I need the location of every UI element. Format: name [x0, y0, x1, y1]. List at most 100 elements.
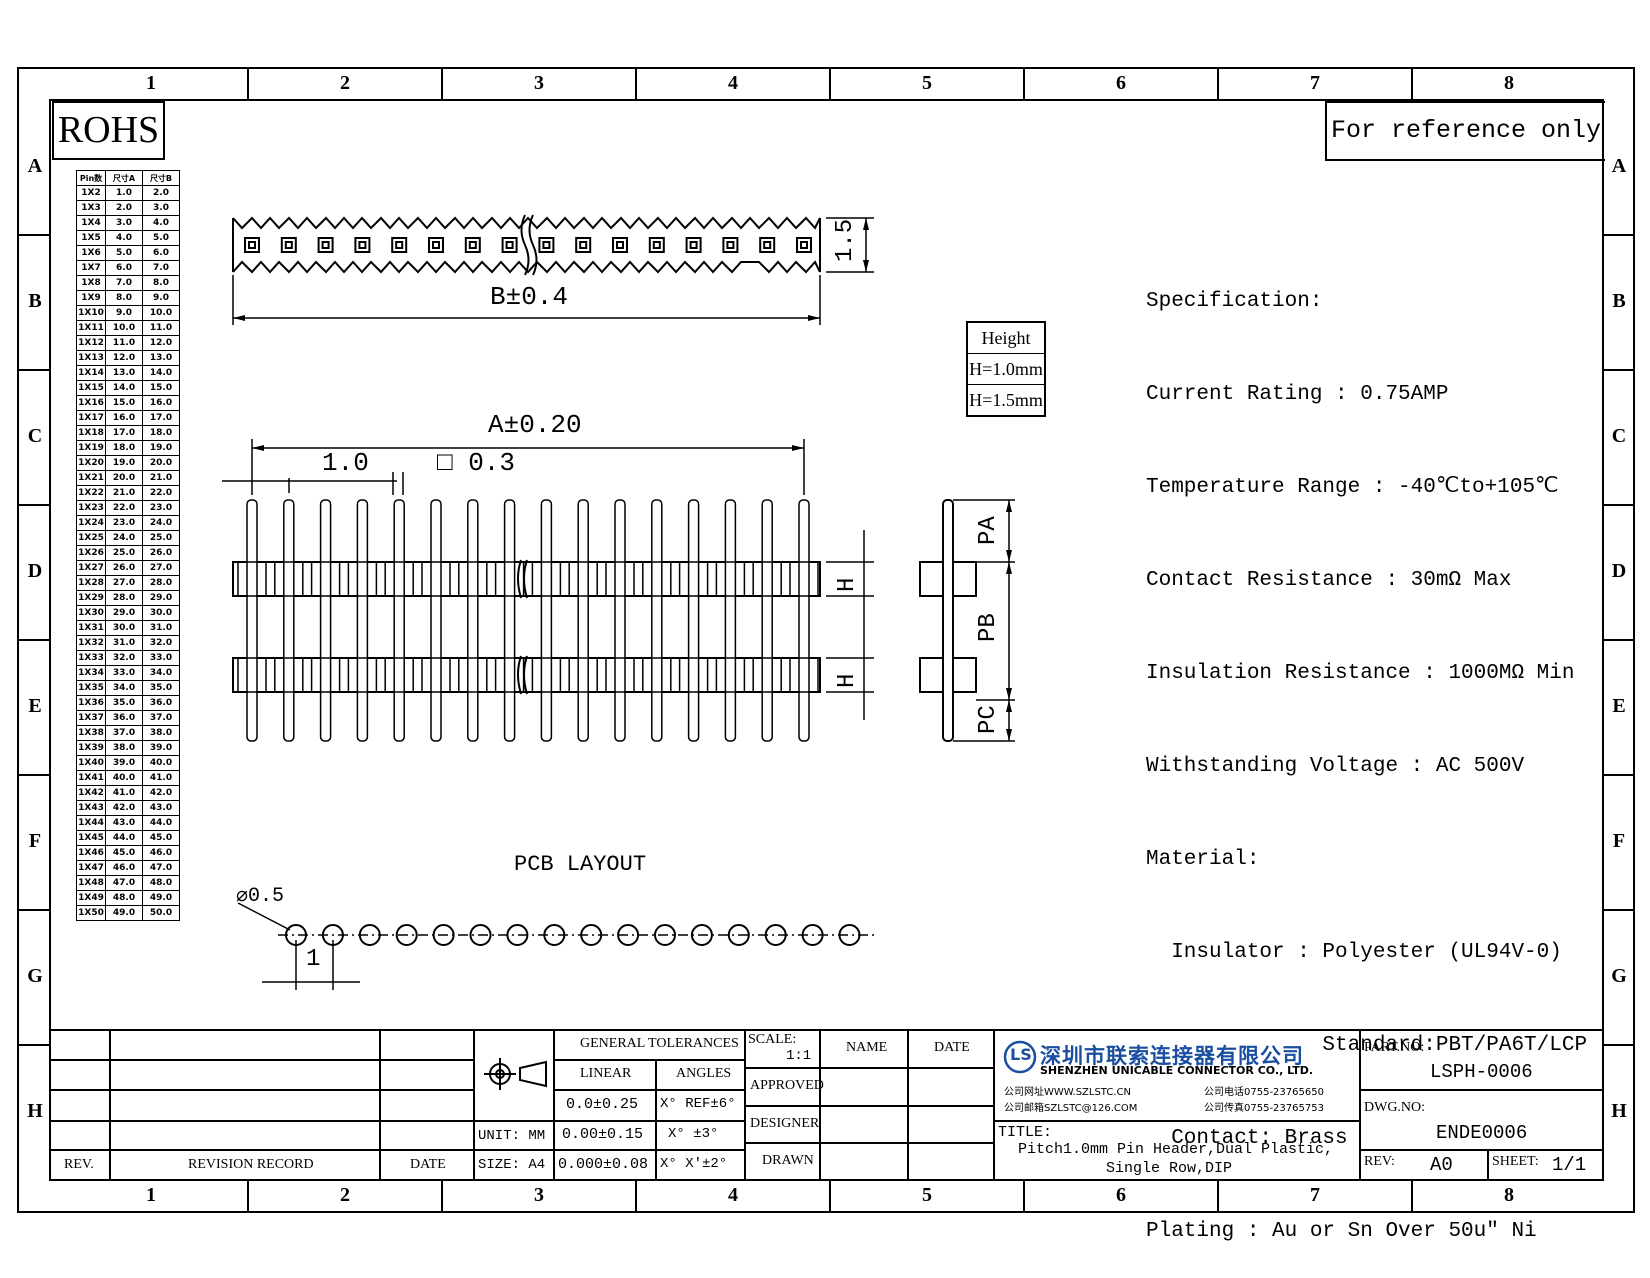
pin-square: [244, 237, 260, 253]
specification-block: Specification: Current Rating : 0.75AMP …: [1146, 224, 1587, 1278]
spec-line: Insulator : Polyester (UL94V-0): [1146, 941, 1562, 964]
insulator-cell: [678, 561, 709, 597]
insulator-cell: [642, 657, 672, 693]
spec-line: Plating : Au or Sn Over 50u" Ni: [1146, 1220, 1537, 1243]
company-website: 公司网址WWW.SZLSTC.CN: [1004, 1087, 1131, 1098]
tolerance-angle: X° REF±6°: [660, 1096, 736, 1112]
table-cell: 1X22: [76, 485, 106, 501]
table-cell: 6.0: [105, 260, 143, 276]
table-cell: 8.0: [142, 275, 180, 291]
spec-line: Specification:: [1146, 290, 1323, 313]
dimension-a-label: A±0.20: [488, 410, 582, 440]
insulator-cell: [531, 561, 562, 597]
table-cell: 38.0: [142, 725, 180, 741]
table-cell: 1X6: [76, 245, 106, 261]
insulator-cell: [274, 561, 304, 597]
drawing-title-line-2: Single Row,DIP: [1106, 1160, 1233, 1177]
zone-letter: E: [1612, 695, 1626, 717]
front-view-pins: [237, 499, 819, 742]
table-cell: 39.0: [105, 755, 143, 771]
company-phone: 公司电话0755-23765650: [1204, 1087, 1324, 1098]
pin-square: [354, 237, 371, 253]
dwg-no-label: DWG.NO:: [1364, 1100, 1426, 1115]
drawing-title-line-1: Pitch1.0mm Pin Header,Dual Plastic,: [1018, 1141, 1334, 1158]
dimension-h2-label: H: [834, 673, 861, 688]
insulator-cell: [789, 561, 819, 597]
table-cell: 1X9: [76, 290, 106, 306]
insulator-cell: [384, 657, 414, 693]
tolerance-angle: X° ±3°: [668, 1126, 719, 1142]
insulator-cell: [274, 657, 304, 693]
company-name-cn: 深圳市联索连接器有限公司: [1040, 1044, 1304, 1068]
pcb-hole: [469, 924, 492, 946]
table-cell: 1X44: [76, 815, 106, 831]
table-cell: 34.0: [105, 680, 143, 696]
header-pin: [356, 499, 369, 742]
table-cell: 1X38: [76, 725, 106, 741]
table-cell: 19.0: [105, 455, 143, 471]
zone-number: 5: [922, 1184, 932, 1206]
table-cell: 1X8: [76, 275, 106, 291]
pin-square-inner: [284, 241, 293, 249]
tolerance-angle: X° X'±2°: [660, 1156, 728, 1172]
table-cell: 50.0: [142, 905, 180, 921]
table-cell: 24.0: [105, 530, 143, 546]
insulator-cell: [789, 657, 819, 693]
insulator-cell: [237, 657, 267, 693]
header-pin: [651, 499, 663, 742]
table-cell: 25.0: [142, 530, 180, 546]
table-cell: 17.0: [105, 425, 143, 441]
table-cell: 1X30: [76, 605, 106, 621]
zone-letter: C: [1611, 425, 1627, 447]
table-cell: 1X2: [76, 185, 106, 201]
table-cell: 32.0: [142, 635, 180, 651]
table-cell: 1X15: [76, 380, 106, 396]
pin-square-inner: [505, 241, 514, 249]
pin-square-inner: [432, 241, 440, 249]
table-cell: 4.0: [142, 215, 180, 231]
pin-square-inner: [542, 241, 551, 249]
pcb-pitch-label: 1: [306, 946, 321, 973]
pin-square: [722, 237, 739, 253]
table-cell: 7.0: [105, 275, 143, 291]
table-cell: 3.0: [105, 215, 143, 231]
dimension-h1-label: H: [834, 577, 861, 592]
tolerance-linear: 0.00±0.15: [562, 1126, 644, 1143]
side-view: [919, 499, 1015, 742]
zone-letter: F: [1612, 830, 1626, 852]
table-cell: 2.0: [142, 185, 180, 201]
table-cell: 41.0: [105, 785, 143, 801]
table-cell: 25.0: [105, 545, 143, 561]
dimension-b-label: B±0.4: [490, 282, 569, 312]
table-cell: 23.0: [142, 500, 180, 516]
table-cell: 9.0: [105, 305, 143, 321]
zone-number: 7: [1310, 1184, 1320, 1206]
table-cell: 46.0: [142, 845, 180, 861]
table-cell: 1X10: [76, 305, 106, 321]
angles-header: ANGLES: [676, 1066, 732, 1081]
spec-line: Standard:PBT/PA6T/LCP: [1146, 1034, 1588, 1057]
table-cell: 12.0: [105, 350, 143, 366]
top-view: [232, 214, 821, 276]
sheet-value: 1/1: [1552, 1154, 1587, 1176]
table-cell: 29.0: [105, 605, 143, 621]
zone-number: 6: [1116, 1184, 1126, 1206]
header-pin: [430, 499, 442, 742]
table-cell: 1X24: [76, 515, 106, 531]
company-name-en: SHENZHEN UNICABLE CONNECTOR CO., LTD.: [1040, 1064, 1314, 1077]
header-pin: [319, 499, 332, 742]
table-cell: 16.0: [142, 395, 180, 411]
